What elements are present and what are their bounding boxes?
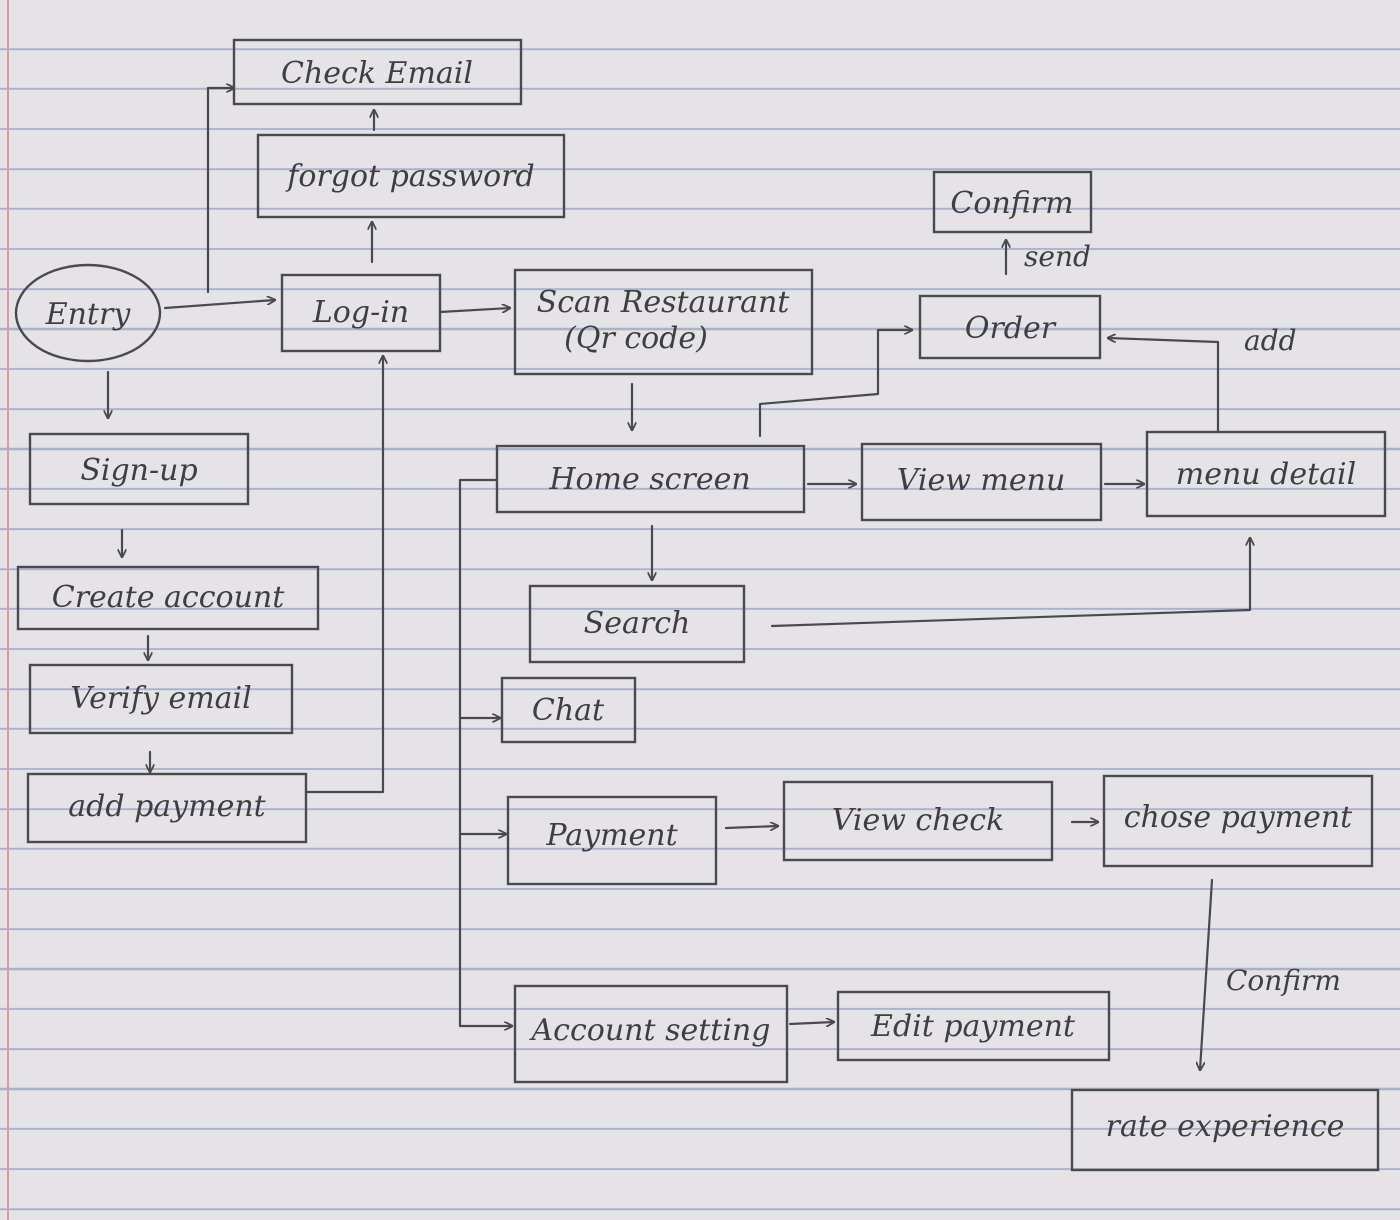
node-scan-restaurant-label-1: Scan Restaurant [537,285,791,320]
node-forgot-password: forgot password [256,133,566,219]
node-payment: Payment [506,795,718,886]
node-payment-label: Payment [545,818,678,853]
node-confirm-order: Confirm [932,170,1093,234]
arrow-chose-payment-to-rate [1200,878,1214,1070]
arrow-home-to-order [758,330,914,438]
node-view-menu-label: View menu [897,463,1066,498]
node-rate-experience-label: rate experience [1106,1109,1345,1144]
margin-line [7,0,9,1220]
node-check-email: Check Email [232,38,523,106]
arrow-account-setting-to-edit-payment [788,1022,834,1024]
node-scan-restaurant-label-2: (Qr code) [564,321,708,356]
node-scan-restaurant: Scan Restaurant (Qr code) [513,268,814,376]
edge-label-confirm-payment: Confirm [1226,964,1341,997]
arrow-add-payment-to-login [304,354,383,794]
node-login: Log-in [280,273,442,353]
node-login-label: Log-in [312,295,409,330]
node-search-label: Search [584,606,691,641]
node-view-check-label: View check [832,803,1005,838]
node-chat-label: Chat [532,693,605,728]
home-left-trunk [458,478,498,1028]
node-create-account: Create account [16,565,320,631]
arrow-entry-to-login [163,300,275,310]
node-menu-detail: menu detail [1145,430,1387,518]
node-add-payment-label: add payment [68,789,266,824]
node-check-email-label: Check Email [281,56,473,91]
arrow-login-to-scan [438,308,510,314]
node-entry-label: Entry [45,297,132,332]
arrow-search-to-menu-detail [770,536,1250,628]
node-create-account-label: Create account [52,580,285,615]
node-sign-up-label: Sign-up [80,453,197,488]
node-chose-payment-label: chose payment [1124,800,1353,835]
arrow-login-to-check-email [206,88,236,294]
node-menu-detail-label: menu detail [1176,457,1356,492]
node-view-menu: View menu [860,442,1103,522]
node-edit-payment: Edit payment [836,990,1111,1062]
node-account-setting: Account setting [513,984,789,1084]
node-order-label: Order [965,311,1057,346]
node-edit-payment-label: Edit payment [870,1009,1076,1044]
node-add-payment: add payment [26,772,308,844]
node-home-screen-label: Home screen [548,462,750,497]
node-entry: Entry [14,263,162,363]
node-search: Search [528,584,746,664]
node-verify-email-label: Verify email [70,681,251,716]
node-chose-payment: chose payment [1102,774,1374,868]
arrow-payment-to-view-check [724,826,780,828]
node-account-setting-label: Account setting [529,1013,771,1048]
edge-label-send: send [1024,240,1091,273]
node-order: Order [918,294,1102,360]
arrow-menu-detail-to-order [1106,338,1220,434]
node-home-screen: Home screen [495,444,806,514]
node-forgot-password-label: forgot password [285,159,535,194]
node-chat: Chat [500,676,637,744]
node-verify-email: Verify email [28,663,294,735]
node-view-check: View check [782,780,1054,862]
node-confirm-order-label: Confirm [950,186,1073,221]
node-rate-experience: rate experience [1070,1088,1380,1172]
edge-label-add: add [1244,324,1297,357]
node-sign-up: Sign-up [28,432,250,506]
